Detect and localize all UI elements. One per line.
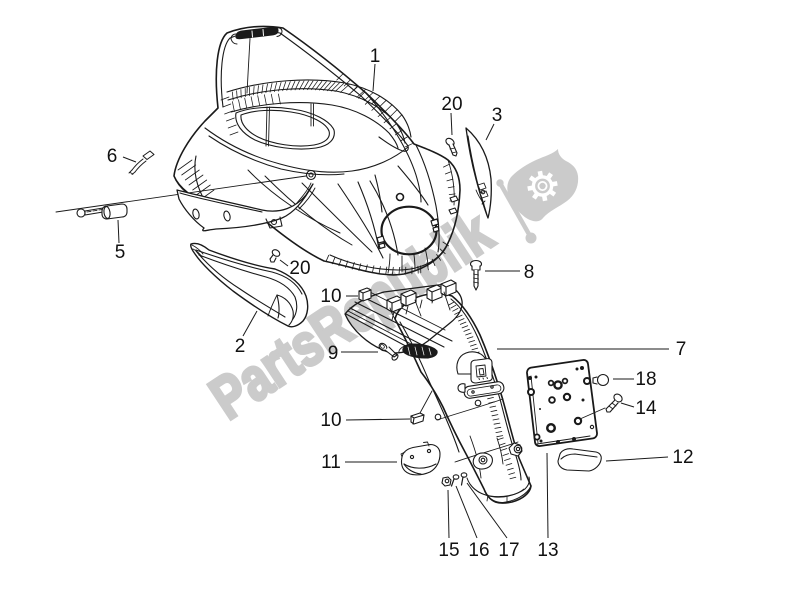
svg-text:8: 8 — [524, 262, 535, 283]
svg-text:11: 11 — [321, 452, 341, 473]
svg-text:12: 12 — [672, 447, 693, 468]
svg-text:14: 14 — [635, 398, 657, 419]
svg-text:6: 6 — [107, 146, 118, 167]
svg-text:20: 20 — [289, 258, 310, 279]
svg-text:5: 5 — [115, 242, 126, 263]
svg-text:1: 1 — [370, 46, 381, 67]
svg-text:13: 13 — [537, 540, 558, 561]
svg-text:16: 16 — [468, 540, 489, 561]
svg-text:7: 7 — [676, 339, 687, 360]
svg-text:9: 9 — [328, 343, 339, 364]
svg-text:15: 15 — [438, 540, 459, 561]
svg-text:20: 20 — [441, 94, 462, 115]
svg-text:2: 2 — [235, 336, 246, 357]
svg-text:18: 18 — [635, 369, 656, 390]
svg-text:17: 17 — [498, 540, 519, 561]
svg-text:3: 3 — [492, 105, 503, 126]
svg-text:10: 10 — [320, 410, 341, 431]
svg-text:10: 10 — [320, 286, 341, 307]
